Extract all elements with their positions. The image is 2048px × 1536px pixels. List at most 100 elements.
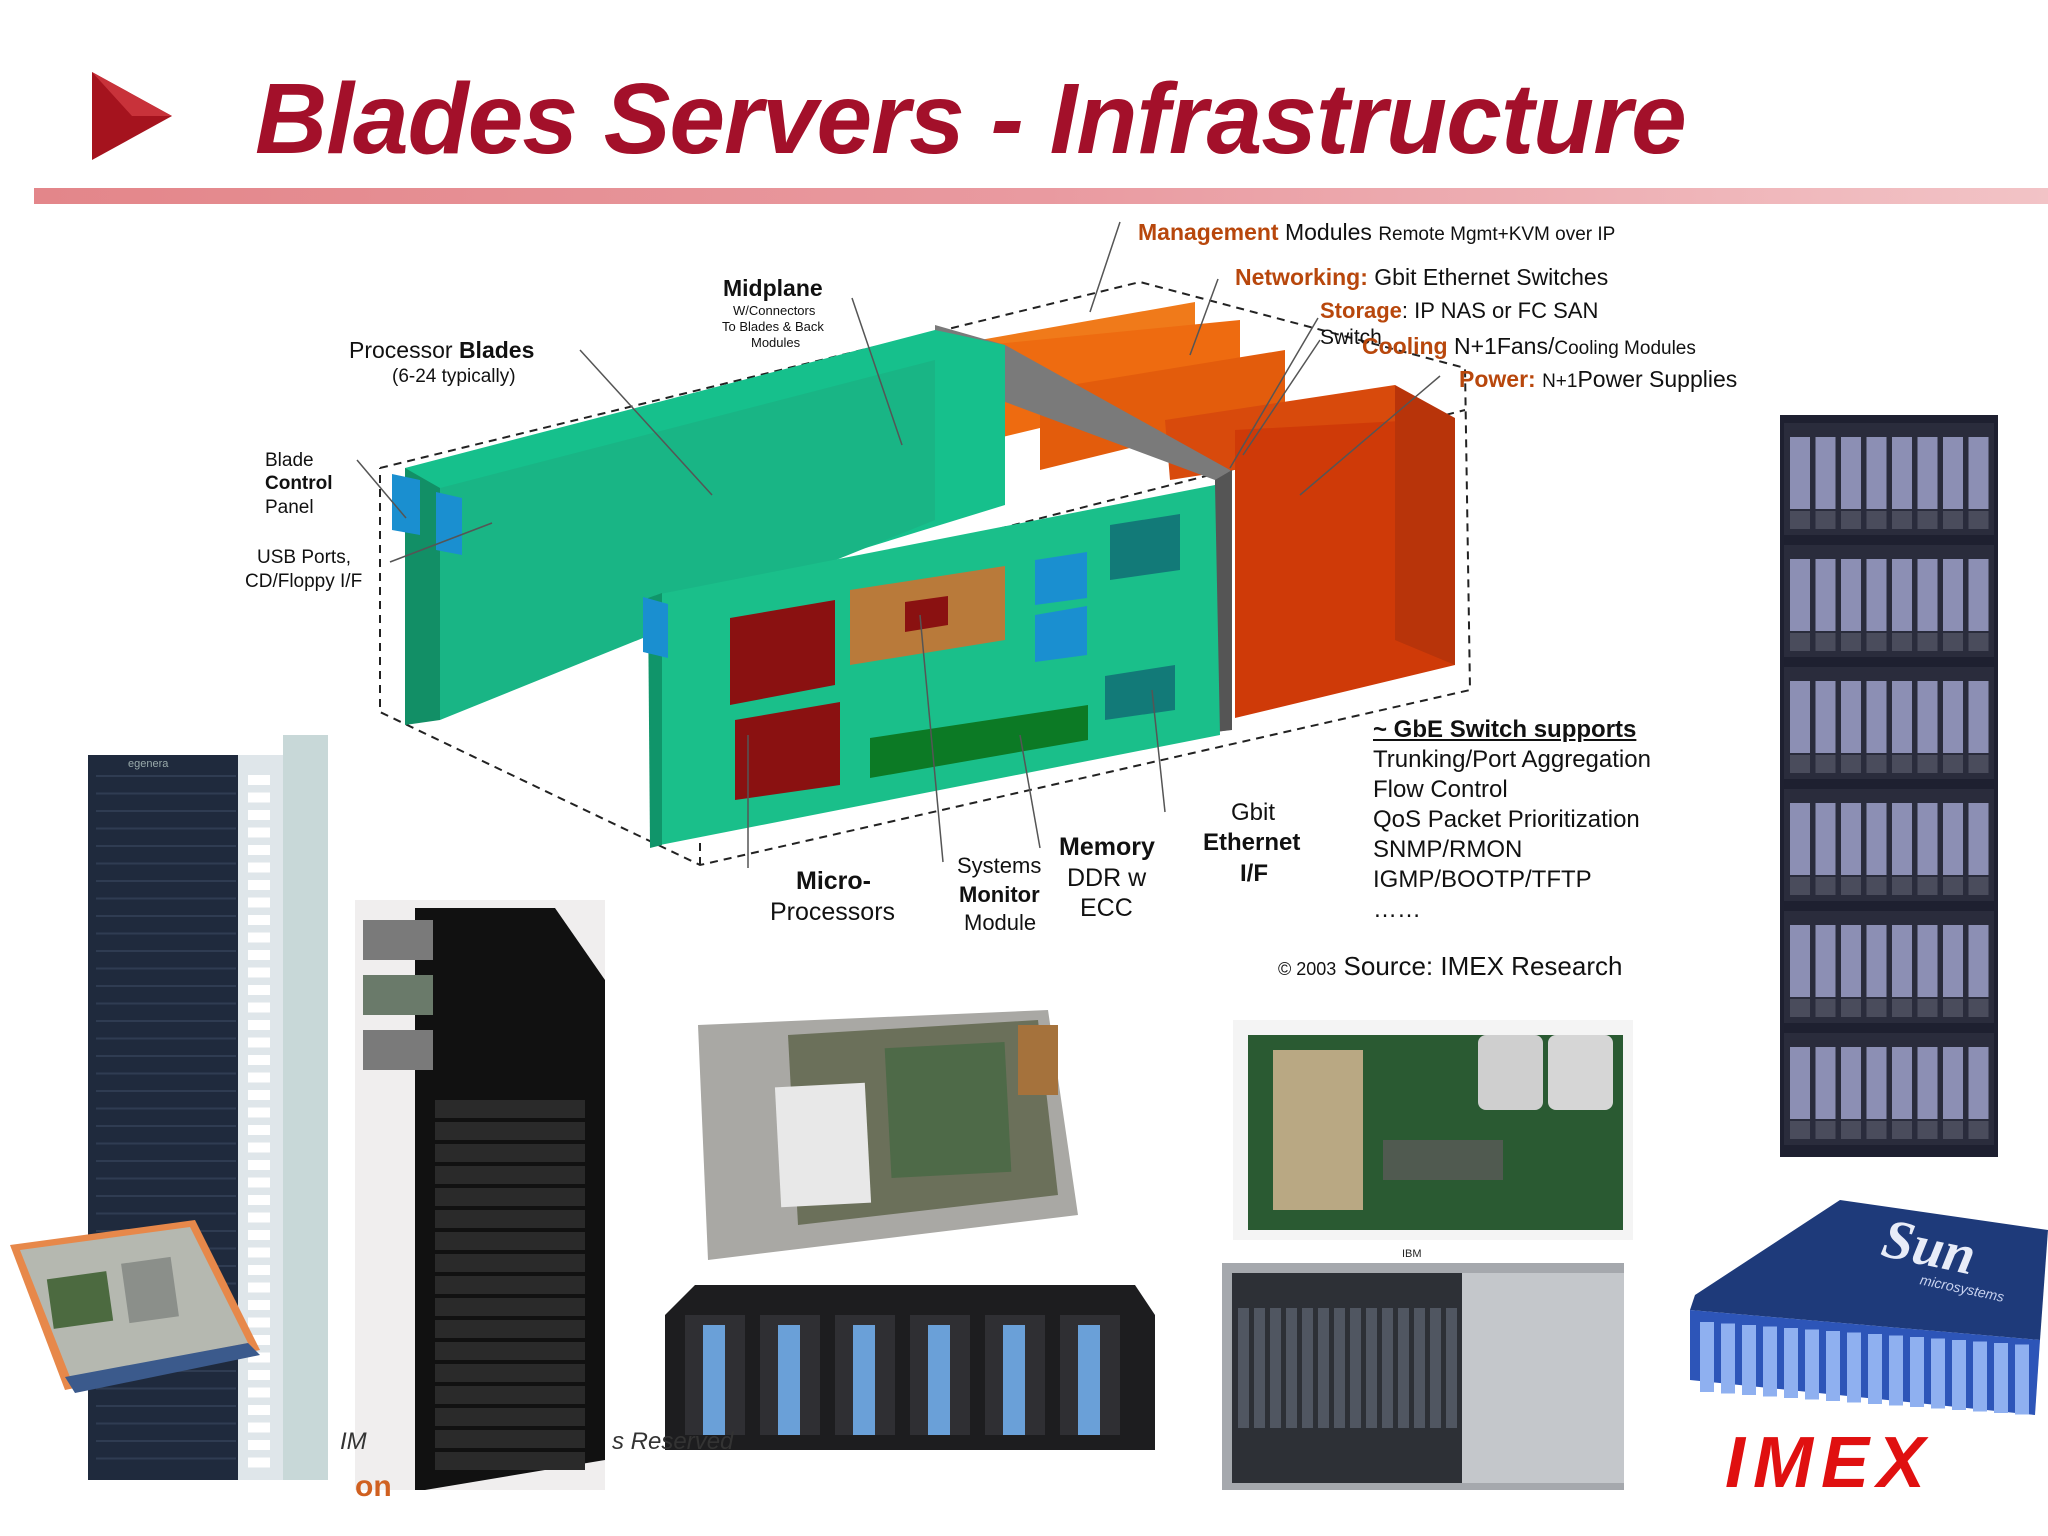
rack-blade [1968,437,1989,509]
rack-blade [1841,437,1861,509]
dell-rack-unit [435,1144,585,1162]
egenera-slot [248,862,270,873]
dell-rack-unit [435,1276,585,1294]
egenera-line [96,1055,236,1057]
rack-blade [1943,803,1963,875]
copyright: © 2003 [1278,959,1337,979]
rack-blade-base [1968,633,1989,651]
rack-blade-base [1917,999,1938,1017]
egenera-slot [248,1265,270,1275]
dell-blade-handle [1078,1325,1100,1435]
dell-blade-handle [1003,1325,1025,1435]
rack-blade-base [1790,633,1810,651]
dell-chassis-photo [665,1285,1155,1450]
rack-blade [1815,1047,1836,1119]
rack-blade-base [1866,633,1887,651]
rack-blade [1943,437,1963,509]
label-control: Control [265,473,333,494]
ibm-logo: IBM [1402,1248,1422,1260]
label-blade: Blade [265,450,314,471]
rack-blade [1917,925,1938,997]
rack-blade-base [1943,877,1963,895]
egenera-slot [248,1405,270,1415]
rack-blade-base [1943,633,1963,651]
rack-blade-base [1917,877,1938,895]
egenera-line [96,827,236,830]
sun-blade [1973,1341,1987,1412]
rack-blade [1943,1047,1963,1119]
networking-detail: Gbit Ethernet Switches [1374,264,1609,290]
rack-blade-base [1866,755,1887,773]
egenera-slot [248,775,270,785]
ibm-blade [1334,1308,1345,1428]
dell-rack-unit [435,1320,585,1338]
egenera-slot [248,810,270,820]
egenera-logo-text: egenera [128,758,169,770]
egenera-slot [248,1370,270,1380]
ibm-blade-board-photo [1233,1020,1633,1240]
egenera-line [96,1107,236,1110]
egenera-line [96,985,236,987]
dell-rack-unit [435,1430,585,1448]
egenera-slot [248,1440,270,1450]
egenera-line [96,897,236,900]
source-credit: © 2003 Source: IMEX Research [1278,951,1622,982]
dell-blade-handle [853,1325,875,1435]
rack-blade [1943,925,1963,997]
egenera-line [96,932,236,935]
egenera-line [96,810,236,812]
rack-blade-base [1841,755,1861,773]
power-bold: Power: [1459,366,1536,392]
dell-rack-unit [435,1100,585,1118]
label-power: Power: N+1Power Supplies [1459,366,1737,393]
rack-blade [1968,681,1989,753]
egenera-line [96,775,236,777]
dell-rack-unit [435,1232,585,1250]
rack-blade-base [1841,999,1861,1017]
rack-blade-base [1968,999,1989,1017]
label-ethernet: Ethernet [1203,829,1301,856]
egenera-slot [248,1090,270,1100]
rack-blade [1917,1047,1938,1119]
rack-blade [1917,681,1938,753]
sun-blade [1826,1331,1840,1401]
rack-blade [1790,803,1810,875]
footer-fragment-right: s Reserved [612,1428,734,1455]
sun-blade [1847,1332,1861,1403]
rack-blade [1841,559,1861,631]
rack-blade-base [1892,511,1912,529]
egenera-line [96,967,236,970]
egenera-slot [248,1142,270,1153]
egenera-line [96,1422,236,1425]
gbe-item: Trunking/Port Aggregation [1373,746,1651,773]
ibm-blade [1350,1308,1361,1428]
rack-blade [1892,925,1912,997]
rack-blade-base [1866,877,1887,895]
storage-bold: Storage [1320,298,1402,323]
rack-blade-base [1790,755,1810,773]
rack-blade [1943,559,1963,631]
ibm-blade [1318,1308,1329,1428]
egenera-slot [248,932,270,943]
sun-blade [1763,1326,1777,1397]
label-panel: Panel [265,497,314,518]
rack-blade [1841,925,1861,997]
rack-blade [1790,437,1810,509]
egenera-slot [248,1055,270,1065]
cooling-fans: N+1Fans/ [1453,333,1555,359]
egenera-line [96,792,236,795]
rack-blade-base [1815,755,1836,773]
mgmt-detail: Remote Mgmt+KVM over IP [1378,224,1616,245]
label-switch: Switch [1320,326,1382,349]
blade-module-photo [698,1005,1078,1265]
sun-blade [1994,1343,2008,1413]
rack-blade-base [1815,999,1836,1017]
sun-blade [1700,1322,1714,1392]
egenera-line [96,1440,236,1442]
egenera-line [96,1002,236,1005]
egenera-slot [248,1072,270,1083]
rack-blade-base [1943,999,1963,1017]
rack-blade-base [1892,1121,1912,1139]
label-midplane: Midplane [723,275,823,301]
rack-blade [1841,1047,1861,1119]
